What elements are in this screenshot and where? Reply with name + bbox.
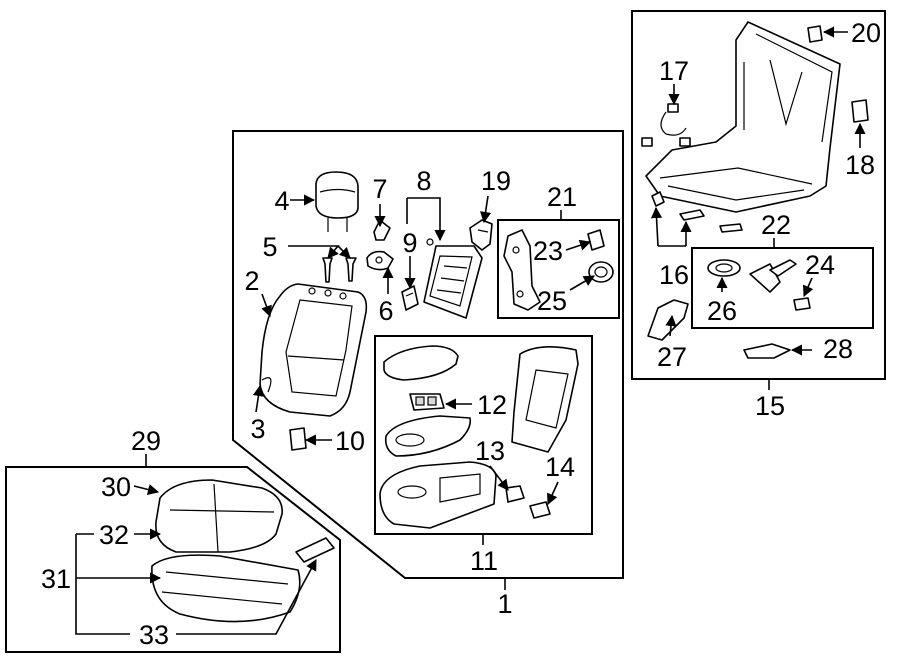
clip-part-23: [587, 229, 605, 251]
callout-6: 6: [378, 296, 393, 326]
seat-cushion-cover-part: [155, 479, 283, 553]
console-lid-part: [383, 345, 459, 381]
callout-8: 8: [416, 166, 431, 196]
callout-7: 7: [372, 174, 387, 204]
headrest-guide-part: [322, 257, 357, 283]
mechanism-part-26: [707, 259, 741, 277]
callout-29: 29: [131, 426, 161, 456]
latch-cover-part: [366, 250, 394, 271]
group-22-frame: [691, 238, 874, 329]
group-21-frame: [497, 210, 620, 319]
console-switch-part: [409, 393, 445, 411]
callout-23: 23: [533, 236, 563, 266]
foot-part-16b: [679, 209, 705, 221]
trim-part-18: [851, 99, 869, 123]
callout-24: 24: [805, 250, 835, 280]
connector-part-14: [529, 501, 551, 519]
callout-9: 9: [402, 228, 417, 258]
trim-piece-part-10: [289, 427, 307, 451]
callout-31: 31: [41, 564, 71, 594]
callout-11: 11: [470, 546, 498, 576]
callout-labels: 1 2 3 4 5 6 7 8 9 10 11 12 13 14 15 16 1…: [41, 18, 881, 650]
callout-3: 3: [250, 414, 265, 444]
ring-part-25: [588, 261, 614, 283]
seat-trim-part: [295, 537, 335, 563]
group-11-frame: [374, 335, 593, 545]
clip-part-7: [373, 219, 391, 241]
pad-part: [719, 223, 743, 233]
group-15-frame: [631, 10, 886, 390]
callout-4: 4: [274, 186, 289, 216]
console-base-part: [379, 461, 497, 529]
callout-26: 26: [707, 296, 737, 326]
seatback-panel-part: [423, 238, 483, 319]
callout-25: 25: [537, 286, 567, 316]
group-1-frame: [232, 130, 624, 590]
connector-part-13: [505, 485, 525, 503]
headrest-part: [315, 171, 359, 232]
callout-18: 18: [845, 150, 875, 180]
foot-part-16a: [651, 191, 665, 207]
cable-part-17: [641, 103, 691, 147]
group-29-frame: [5, 454, 341, 653]
callout-21: 21: [547, 182, 577, 212]
clip-part-20: [807, 25, 823, 43]
callout-13: 13: [475, 436, 505, 466]
callout-28: 28: [823, 334, 853, 364]
callout-17: 17: [659, 56, 689, 86]
callout-32: 32: [99, 520, 129, 550]
callout-12: 12: [477, 390, 507, 420]
seat-frame-part: [645, 21, 841, 213]
callout-1: 1: [497, 589, 512, 619]
callout-33: 33: [139, 620, 169, 650]
callout-14: 14: [545, 452, 575, 482]
seatback-cushion-part: [259, 283, 368, 417]
seat-cushion-pad-part: [151, 554, 301, 623]
callout-22: 22: [761, 210, 791, 240]
callout-30: 30: [101, 472, 131, 502]
callout-5: 5: [262, 232, 277, 262]
console-tray-part: [384, 415, 472, 457]
callout-19: 19: [481, 166, 511, 196]
callout-20: 20: [851, 18, 881, 48]
rail-part: [749, 259, 797, 293]
console-cover-part: [511, 346, 579, 453]
callout-2: 2: [244, 266, 259, 296]
leader-lines: [75, 26, 866, 635]
callout-16: 16: [659, 260, 689, 290]
side-bracket-part: [503, 229, 541, 311]
callout-10: 10: [335, 426, 365, 456]
cap-part-24: [793, 297, 811, 311]
cover-part-27: [647, 299, 689, 341]
bracket-part-9: [401, 285, 419, 311]
lever-part-28: [743, 343, 791, 359]
callout-15: 15: [755, 391, 785, 421]
callout-27: 27: [657, 342, 687, 372]
